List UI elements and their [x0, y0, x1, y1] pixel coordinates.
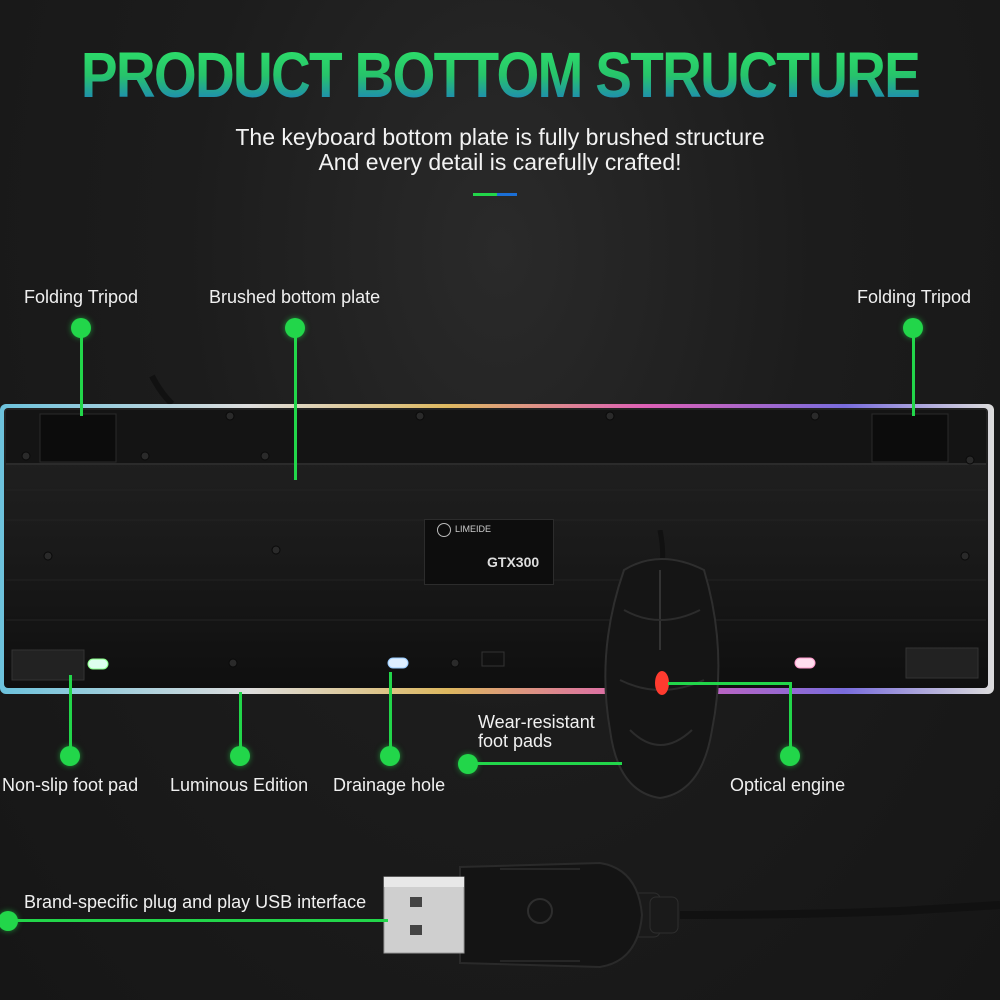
callout-line-brushed-plate	[294, 336, 297, 480]
callout-line-usb-interface	[10, 919, 388, 922]
callout-dot-usb-interface	[0, 911, 18, 931]
label-folding-tripod-left: Folding Tripod	[24, 287, 139, 307]
callout-line-luminous-edition	[239, 692, 242, 752]
label-wear-resistant-line-1: Wear-resistant	[478, 712, 595, 732]
callout-dot-folding-tripod-left	[71, 318, 91, 338]
divider-blue	[497, 193, 517, 196]
callout-line-wear-resistant	[476, 762, 622, 765]
callout-dot-folding-tripod-right	[903, 318, 923, 338]
label-optical-engine: Optical engine	[730, 775, 846, 795]
subtitle-line-2: And every detail is carefully crafted!	[318, 149, 682, 175]
keyboard-bottom-illustration	[0, 374, 994, 694]
divider-green	[473, 193, 497, 196]
callout-line-non-slip-foot-pad	[69, 675, 72, 751]
label-drainage-hole: Drainage hole	[333, 775, 446, 795]
product-sticker: LIMEIDE GTX300	[424, 519, 554, 585]
label-luminous-edition: Luminous Edition	[170, 775, 309, 795]
sticker-model: GTX300	[487, 554, 540, 570]
callout-line-drainage-hole	[389, 672, 392, 752]
sticker-logo-icon	[437, 523, 451, 537]
callout-dot-optical-engine	[780, 746, 800, 766]
label-brushed-bottom-plate: Brushed bottom plate	[209, 287, 381, 307]
label-usb-interface: Brand-specific plug and play USB interfa…	[24, 892, 367, 912]
sticker-brand: LIMEIDE	[455, 524, 492, 534]
callout-dot-brushed-plate	[285, 318, 305, 338]
callout-dot-luminous-edition	[230, 746, 250, 766]
optical-sensor-icon	[655, 671, 669, 695]
mouse-illustration	[604, 530, 720, 800]
callout-dot-wear-resistant	[458, 754, 478, 774]
page-title: PRODUCT BOTTOM STRUCTURE	[70, 38, 930, 112]
callout-line-folding-tripod-left	[80, 336, 83, 416]
usb-plug-illustration	[383, 861, 1000, 969]
callout-line-folding-tripod-right	[912, 336, 915, 416]
callout-dot-drainage-hole	[380, 746, 400, 766]
label-non-slip-foot-pad: Non-slip foot pad	[2, 775, 139, 795]
callout-line-optical-engine-v	[789, 682, 792, 750]
label-folding-tripod-right: Folding Tripod	[857, 287, 972, 307]
subtitle-line-1: The keyboard bottom plate is fully brush…	[235, 124, 765, 150]
callout-line-optical-engine-h	[668, 682, 792, 685]
callout-dot-non-slip-foot-pad	[60, 746, 80, 766]
label-wear-resistant-line-2: foot pads	[478, 731, 553, 751]
